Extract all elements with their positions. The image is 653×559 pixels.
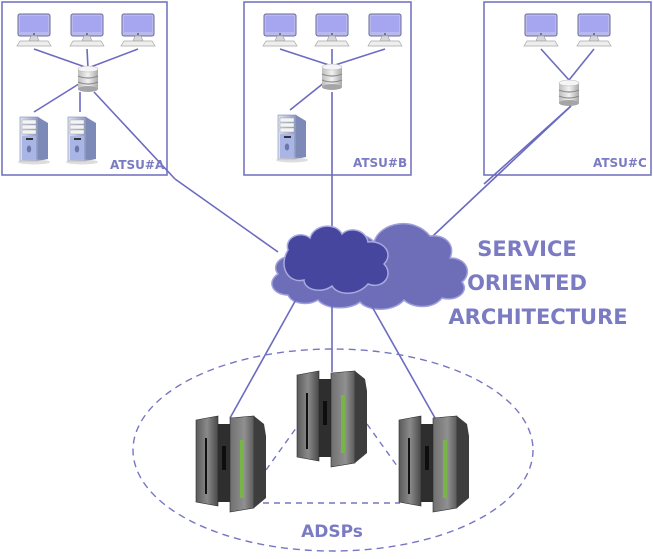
adsp-server-icon xyxy=(195,415,267,513)
soa-label-line-1: SERVICE xyxy=(477,237,576,261)
link-to-atsu-c-extension xyxy=(483,105,572,185)
adsp-server-icon xyxy=(398,415,470,513)
workstation-icon xyxy=(16,13,52,47)
pc-tower-icon xyxy=(275,114,309,163)
database-icon xyxy=(558,79,580,107)
atsu-a-group: ATSU#A xyxy=(1,1,176,180)
atsu-a-label: ATSU#A xyxy=(110,158,165,172)
atsu-b-group: ATSU#B xyxy=(243,1,412,176)
database-icon xyxy=(77,65,99,93)
adsp-label: ADSPs xyxy=(301,522,363,542)
workstation-icon xyxy=(314,13,350,47)
atsu-b-label: ATSU#B xyxy=(353,156,407,170)
database-icon xyxy=(321,63,343,91)
workstation-icon xyxy=(262,13,298,47)
soa-label-line-2: ORIENTED xyxy=(467,271,587,295)
pc-tower-icon xyxy=(65,116,99,165)
workstation-icon xyxy=(367,13,403,47)
adsp-links xyxy=(229,295,436,419)
workstation-icon xyxy=(576,13,612,47)
atsu-c-label: ATSU#C xyxy=(593,156,647,170)
soa-label-line-3: ARCHITECTURE xyxy=(448,305,627,329)
pc-tower-icon xyxy=(17,116,51,165)
workstation-icon xyxy=(69,13,105,47)
workstation-icon xyxy=(523,13,559,47)
adsp-group-boundary xyxy=(132,348,534,552)
workstation-icon xyxy=(120,13,156,47)
network-links xyxy=(174,92,572,253)
atsu-c-group: ATSU#C xyxy=(483,1,652,176)
adsp-interlinks xyxy=(252,423,401,504)
soa-cloud xyxy=(271,222,469,311)
adsp-server-icon xyxy=(296,370,368,468)
